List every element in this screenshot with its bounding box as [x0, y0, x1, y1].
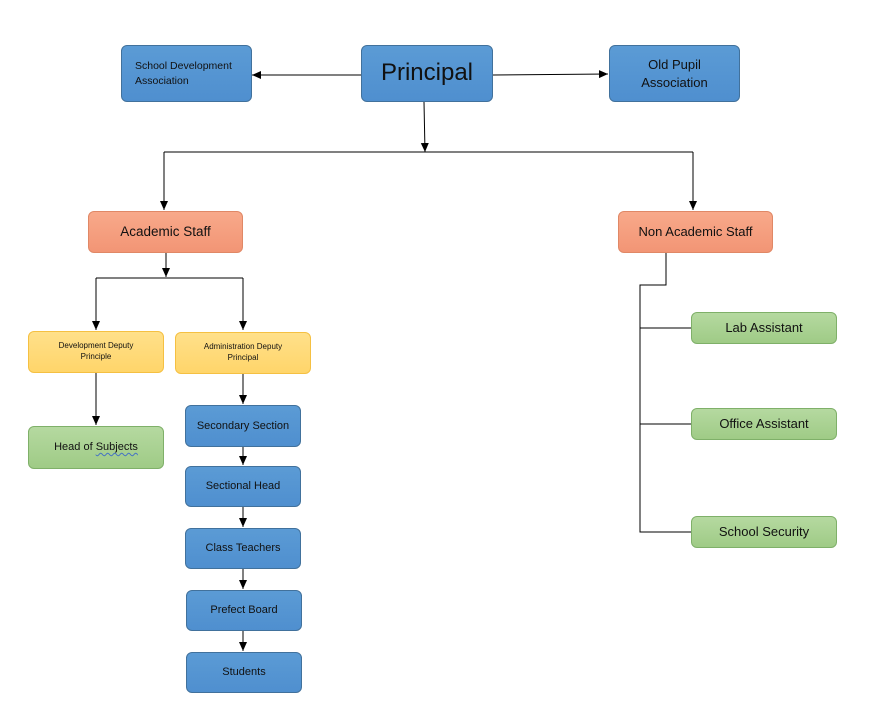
node-development-deputy-principle: Development Deputy Principle — [28, 331, 164, 373]
node-label: Office Assistant — [719, 416, 809, 432]
node-old-pupil-association: Old Pupil Association — [609, 45, 740, 102]
node-label: Sectional Head — [205, 480, 281, 493]
node-class-teachers: Class Teachers — [185, 528, 301, 569]
node-label: Students — [222, 666, 266, 679]
arrow-principal-down — [420, 101, 429, 153]
node-label: Class Teachers — [205, 542, 281, 555]
arrow-principal-to-opa — [492, 70, 609, 79]
node-label: School Development Association — [135, 60, 232, 87]
node-label: School Security — [718, 524, 810, 540]
node-label: Old Pupil Association — [641, 56, 708, 90]
node-school-security: School Security — [691, 516, 837, 548]
node-label: Head of Subjects — [54, 440, 138, 455]
node-non-academic-staff: Non Academic Staff — [618, 211, 773, 253]
node-label: Secondary Section — [196, 419, 290, 432]
node-label: Academic Staff — [120, 223, 211, 239]
node-school-development-association: School Development Association — [121, 45, 252, 102]
node-label: Lab Assistant — [725, 320, 803, 336]
node-administration-deputy-principal: Administration Deputy Principal — [175, 332, 311, 374]
node-label: Administration Deputy Principal — [203, 342, 283, 362]
node-prefect-board: Prefect Board — [186, 590, 302, 631]
branch-nonacademic — [639, 253, 691, 533]
node-secondary-section: Secondary Section — [185, 405, 301, 447]
node-academic-staff: Academic Staff — [88, 211, 243, 253]
node-label-misspelled-word: Subjects — [95, 441, 138, 454]
node-head-of-subjects: Head of Subjects — [28, 426, 164, 469]
node-lab-assistant: Lab Assistant — [691, 312, 837, 344]
node-label: Development Deputy Principle — [58, 341, 134, 361]
node-office-assistant: Office Assistant — [691, 408, 837, 440]
node-sectional-head: Sectional Head — [185, 466, 301, 507]
node-label: Prefect Board — [210, 604, 278, 617]
node-label: Principal — [380, 59, 474, 87]
node-principal: Principal — [361, 45, 493, 102]
node-label-prefix: Head of — [54, 441, 96, 454]
node-label: Non Academic Staff — [638, 224, 753, 240]
node-students: Students — [186, 652, 302, 693]
